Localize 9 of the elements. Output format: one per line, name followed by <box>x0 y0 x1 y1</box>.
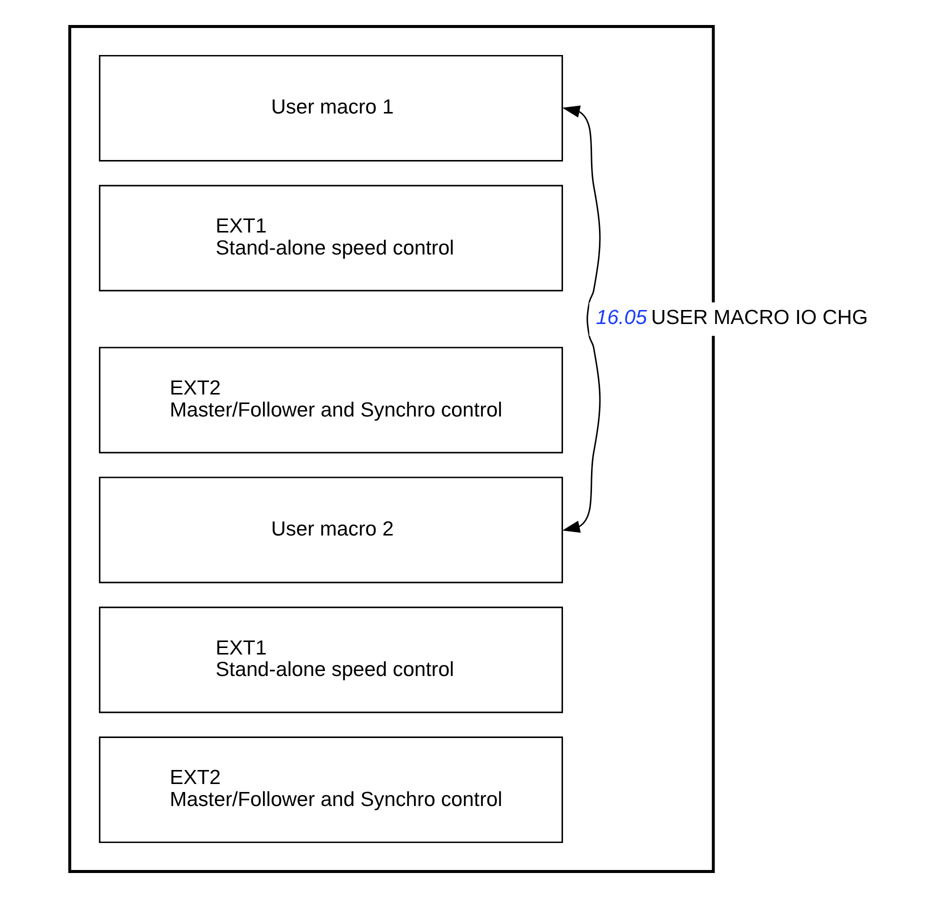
node-box: EXT1 Stand-alone speed control <box>98 184 562 291</box>
node-box: EXT2 Master/Follower and Synchro control <box>98 736 562 843</box>
node-box: EXT2 Master/Follower and Synchro control <box>98 346 562 453</box>
arrow <box>562 105 600 532</box>
node-box: User macro 1 <box>98 54 562 161</box>
node-box: EXT1 Stand-alone speed control <box>98 606 562 713</box>
edge-label: 16.05 USER MACRO IO CHG <box>595 306 868 328</box>
node-box: User macro 2 <box>98 476 562 583</box>
cluster <box>68 24 714 872</box>
